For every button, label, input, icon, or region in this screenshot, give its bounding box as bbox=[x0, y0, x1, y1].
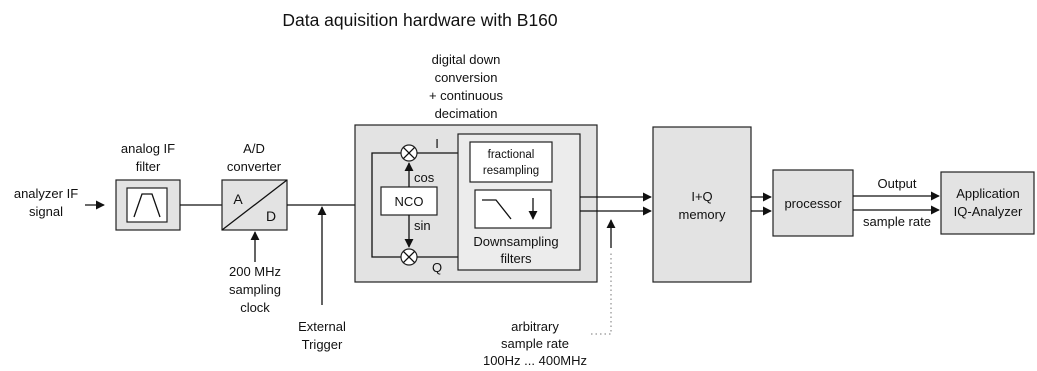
split-lower bbox=[371, 205, 401, 258]
app-label-line1: Application bbox=[956, 186, 1020, 201]
sampling-clock: 200 MHz sampling clock bbox=[229, 231, 281, 315]
frac-label-line2: resampling bbox=[483, 165, 539, 177]
sin-label: sin bbox=[414, 218, 431, 233]
external-trigger: External Trigger bbox=[298, 206, 346, 352]
ddc-label-line1: digital down bbox=[432, 52, 501, 67]
diagram-title: Data aquisition hardware with B160 bbox=[282, 10, 558, 30]
ds-label-line2: filters bbox=[500, 251, 532, 266]
arbitrary-sample-rate: arbitrary sample rate 100Hz ... 400MHz bbox=[483, 219, 616, 368]
memory-label-line1: I+Q bbox=[691, 189, 712, 204]
sample-rate-label: sample rate bbox=[863, 214, 931, 229]
arb-label-line2: sample rate bbox=[501, 336, 569, 351]
app-label-line2: IQ-Analyzer bbox=[954, 204, 1023, 219]
processor-label: processor bbox=[784, 196, 842, 211]
mixer-lower-cross bbox=[402, 250, 416, 264]
processor-box bbox=[772, 169, 854, 237]
mixer-upper-cross bbox=[402, 146, 416, 160]
ddc-label-line3: + continuous bbox=[429, 88, 504, 103]
arb-label-line1: arbitrary bbox=[511, 319, 559, 334]
adc-a-label: A bbox=[233, 191, 243, 207]
processor-block: processor bbox=[772, 169, 854, 237]
analog-filter-block: analog IF filter bbox=[115, 141, 181, 231]
trigger-label-line2: Trigger bbox=[302, 337, 343, 352]
input-label-line2: signal bbox=[29, 204, 63, 219]
mixer-i-label: I bbox=[435, 136, 439, 151]
input-label-line1: analyzer IF bbox=[14, 186, 78, 201]
filter-label-line1: analog IF bbox=[121, 141, 175, 156]
ddc-title: digital down conversion + continuous dec… bbox=[429, 52, 504, 121]
memory-label-line2: memory bbox=[679, 207, 726, 222]
adc-block: A/D converter A D bbox=[221, 141, 288, 231]
ddc-block: I Q NCO cos sin fractional resampling Do… bbox=[354, 124, 598, 283]
frac-label-line1: fractional bbox=[488, 149, 535, 161]
adc-diagonal bbox=[221, 179, 288, 231]
clock-label-line3: clock bbox=[240, 300, 270, 315]
clock-label-line1: 200 MHz bbox=[229, 264, 281, 279]
lowpass-downsample-icon bbox=[474, 189, 552, 229]
input-signal: analyzer IF signal bbox=[14, 186, 105, 219]
arb-label-line3: 100Hz ... 400MHz bbox=[483, 353, 587, 368]
application-box bbox=[940, 171, 1035, 235]
bandpass-curve bbox=[133, 193, 161, 218]
lowpass-curve bbox=[482, 199, 512, 220]
output-label: Output bbox=[877, 176, 916, 191]
iq-memory-block: I+Q memory bbox=[652, 126, 752, 283]
ddc-label-line4: decimation bbox=[435, 106, 498, 121]
ddc-label-line2: conversion bbox=[435, 70, 498, 85]
bandpass-filter-icon bbox=[126, 187, 168, 223]
split-upper bbox=[371, 152, 401, 205]
mixer-q-label: Q bbox=[432, 260, 442, 275]
trigger-label-line1: External bbox=[298, 319, 346, 334]
nco-label: NCO bbox=[395, 194, 424, 209]
cos-label: cos bbox=[414, 170, 435, 185]
adc-label-line2: converter bbox=[227, 159, 282, 174]
filter-label-line2: filter bbox=[136, 159, 161, 174]
adc-d-label: D bbox=[266, 208, 276, 224]
memory-box bbox=[652, 126, 752, 283]
ds-label-line1: Downsampling bbox=[473, 234, 558, 249]
adc-label-line1: A/D bbox=[243, 141, 265, 156]
application-block: Application IQ-Analyzer bbox=[940, 171, 1035, 235]
fractional-resampling-box bbox=[469, 141, 553, 183]
clock-label-line2: sampling bbox=[229, 282, 281, 297]
